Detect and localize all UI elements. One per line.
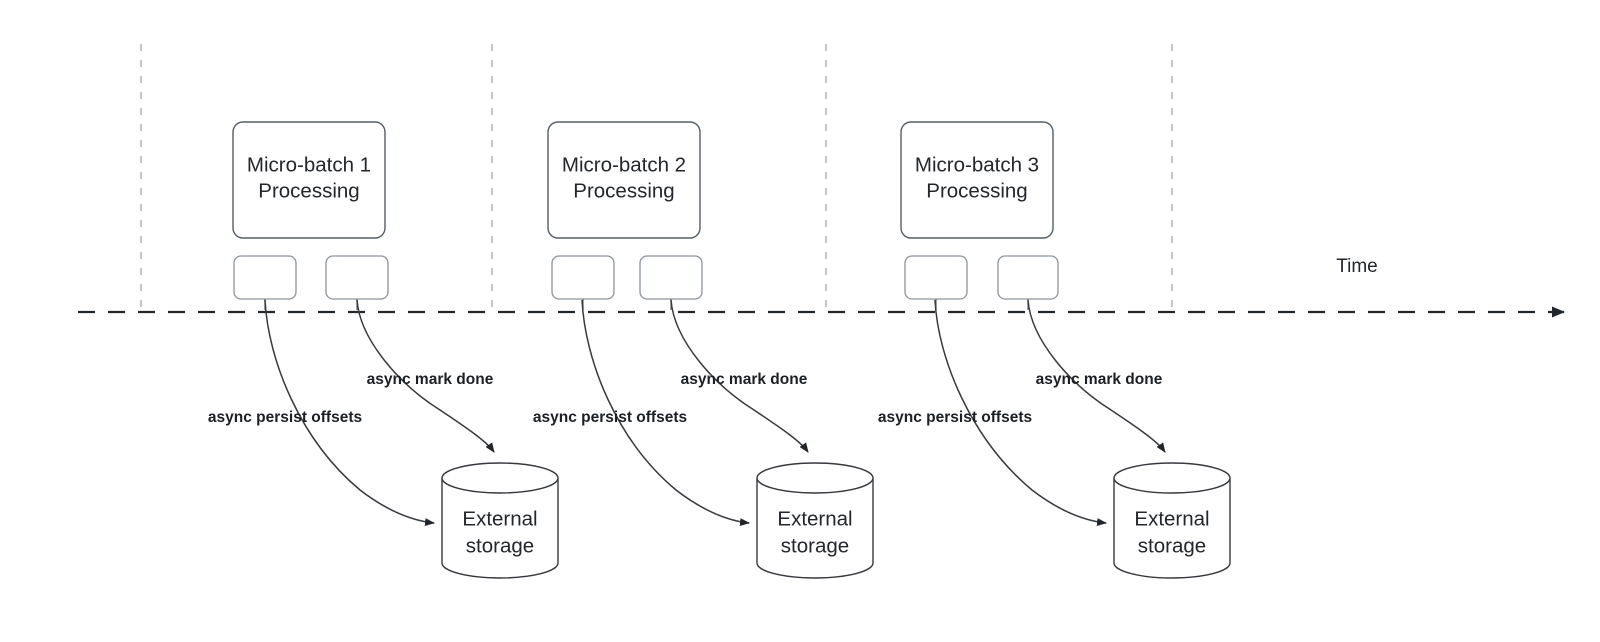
vertical-guide-lines [140,44,1173,312]
micro-batch-2-label-line2: Processing [573,179,674,202]
external-storage-1-label-line2: storage [466,534,534,557]
micro-batch-2-persist-task-box[interactable] [551,255,615,300]
external-storage-1-label-line1: External [462,507,537,530]
micro-batch-3-label-line1: Micro-batch 3 [915,153,1039,176]
time-axis: Time [78,256,1565,318]
micro-batch-3-async-mark-done-edge-label: async mark done [1036,371,1163,388]
micro-batch-1-async-persist-offsets-edge-label: async persist offsets [208,409,362,426]
micro-batch-3-async-persist-offsets-edge [934,299,1107,527]
micro-batch-3-label-line2: Processing [926,179,1027,202]
micro-batch-1-async-mark-done-edge [356,299,495,453]
micro-batch-2-async-mark-done-edge-label: async mark done [681,371,808,388]
external-storage-3-top [1113,462,1231,494]
micro-batch-1-async-mark-done-edge-label: async mark done [367,371,494,388]
external-storage-3-body [1113,478,1231,579]
micro-batch-3-async-mark-done-edge [1027,299,1166,453]
micro-batch-1-label-line2: Processing [258,179,359,202]
external-storage-1-body [441,478,559,579]
external-storage-2-label-line2: storage [781,534,849,557]
external-storage-2-label-line1: External [777,507,852,530]
external-storage-1-top [441,462,559,494]
external-storage-3-label-line1: External [1134,507,1209,530]
external-storage-3-label-line2: storage [1138,534,1206,557]
micro-batch-2-box[interactable] [547,121,701,239]
external-storage-2-top [756,462,874,494]
micro-batch-2-label-line1: Micro-batch 2 [562,153,686,176]
micro-batch-1-mark-done-task-box[interactable] [325,255,389,300]
micro-batch-3-async-persist-offsets-edge-label: async persist offsets [878,409,1032,426]
external-storage-2-body [756,478,874,579]
micro-batch-2-mark-done-task-box[interactable] [639,255,703,300]
micro-batch-1-async-persist-offsets-edge [264,299,435,527]
micro-batch-1-persist-task-box[interactable] [233,255,297,300]
micro-batch-3-box[interactable] [900,121,1054,239]
micro-batch-2-async-persist-offsets-edge [581,299,750,527]
micro-batch-2-async-persist-offsets-edge-label: async persist offsets [533,409,687,426]
micro-batch-2-async-mark-done-edge [670,299,809,453]
micro-batch-1-box[interactable] [232,121,386,239]
micro-batch-1-label-line1: Micro-batch 1 [247,153,371,176]
time-axis-label: Time [1336,256,1378,277]
micro-batch-3-persist-task-box[interactable] [904,255,968,300]
micro-batch-3-mark-done-task-box[interactable] [997,255,1059,300]
